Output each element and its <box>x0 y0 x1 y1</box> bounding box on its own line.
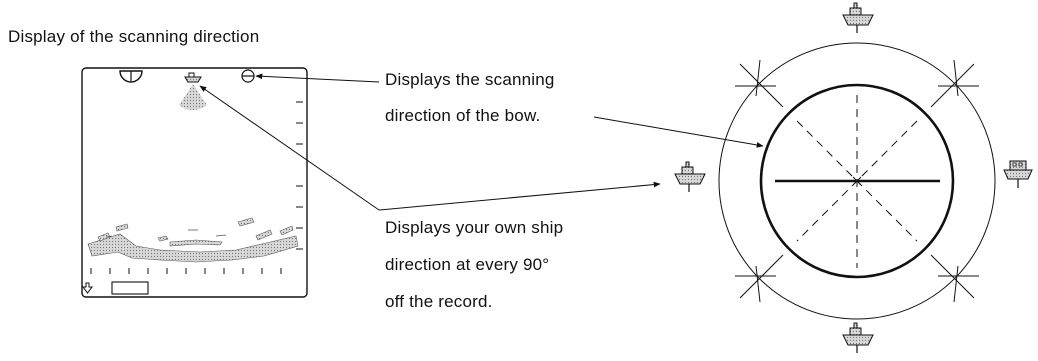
circle-minus-icon <box>241 69 255 83</box>
ship-icon-left <box>674 161 706 193</box>
down-arrow-icon <box>82 282 93 294</box>
depth-scale <box>296 101 303 250</box>
callout-ship-line-3: off the record. <box>385 292 493 311</box>
direction-circle-display <box>674 2 1033 354</box>
screen-ship-icon <box>184 72 202 83</box>
callout-bow-line-1: Displays the scanning <box>385 70 555 89</box>
echo-traces <box>87 217 299 263</box>
callout-arrows <box>199 73 764 211</box>
center-mark <box>852 176 862 186</box>
callout-ship-line-1: Displays your own ship <box>385 218 564 237</box>
arrow-to-bow-display <box>593 116 764 148</box>
ship-icon-right <box>1003 160 1033 188</box>
time-scale <box>90 268 282 274</box>
inner-ring <box>759 83 955 279</box>
scanning-sector <box>179 84 207 111</box>
recorder-screen <box>81 67 308 298</box>
half-circle-icon <box>119 70 143 83</box>
callout-bow-line-2: direction of the bow. <box>385 106 541 125</box>
faint-echoes <box>105 229 227 238</box>
screen-frame <box>81 67 308 298</box>
ring-markers <box>735 59 979 303</box>
arrow-to-left-ship <box>378 181 661 211</box>
page-heading: Display of the scanning direction <box>8 27 260 46</box>
ship-icon-bottom <box>842 322 874 354</box>
readout-box <box>111 281 149 295</box>
arrow-to-circle-icon <box>255 73 380 83</box>
arrow-to-screen-ship <box>199 85 380 211</box>
outer-ring <box>718 42 996 320</box>
callout-ship-line-2: direction at every 90° <box>385 255 550 274</box>
ship-icon-top <box>842 2 874 34</box>
